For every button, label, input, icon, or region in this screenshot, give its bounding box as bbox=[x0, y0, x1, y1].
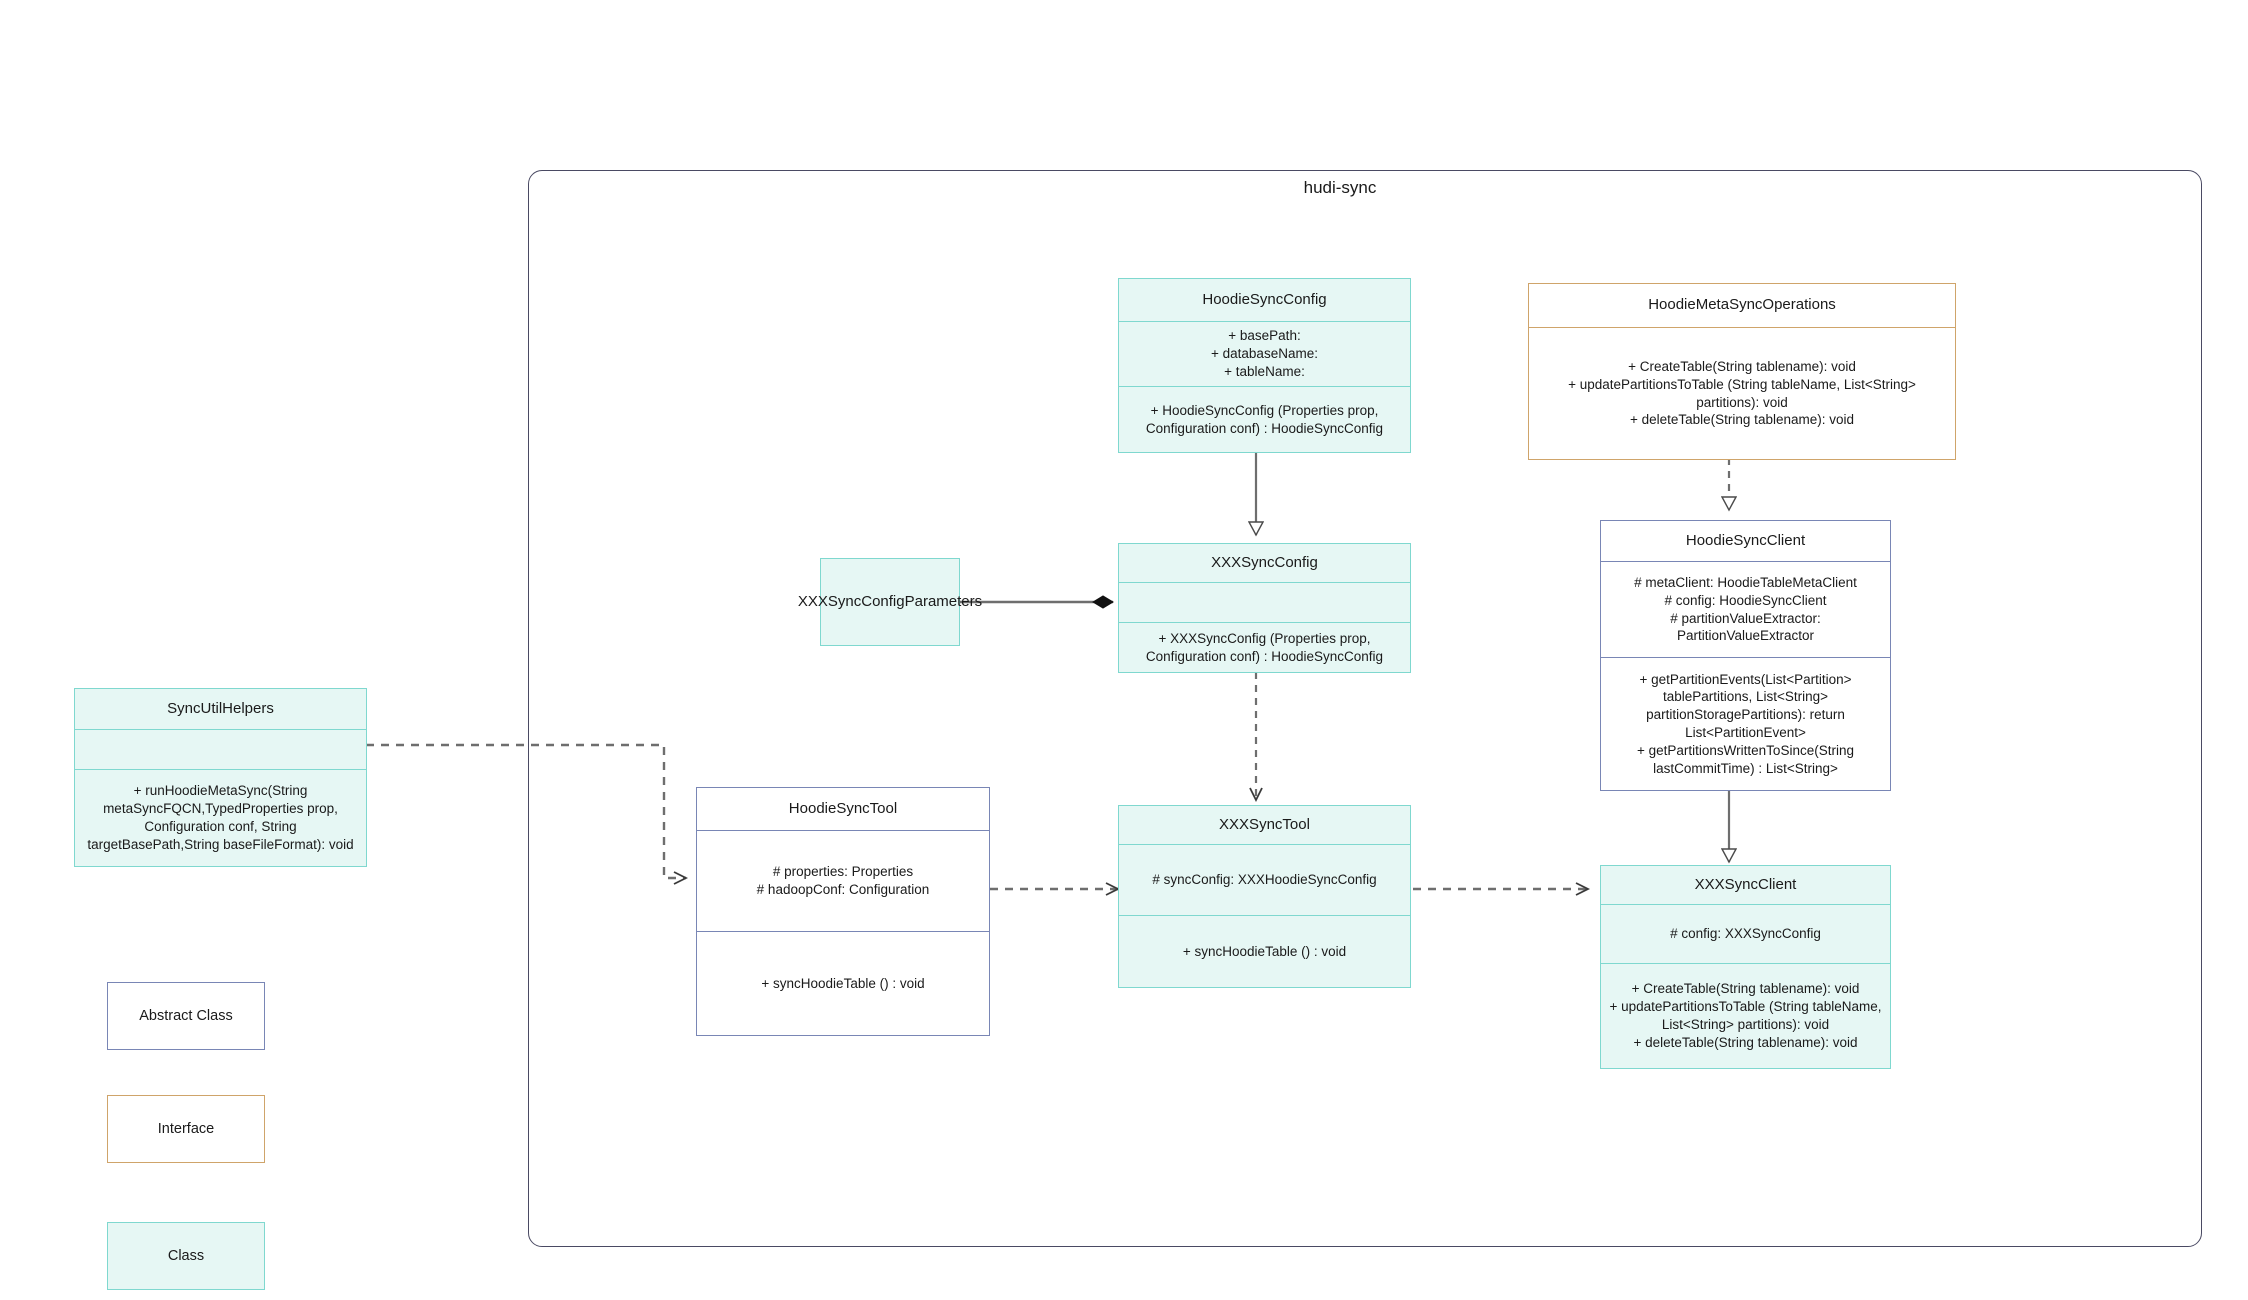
legend-interface: Interface bbox=[107, 1095, 265, 1163]
class-attributes: # properties: Properties # hadoopConf: C… bbox=[697, 830, 989, 931]
class-xxx-sync-config[interactable]: XXXSyncConfig + XXXSyncConfig (Propertie… bbox=[1118, 543, 1411, 673]
class-hoodie-sync-config[interactable]: HoodieSyncConfig + basePath: + databaseN… bbox=[1118, 278, 1411, 453]
class-sync-util-helpers[interactable]: SyncUtilHelpers + runHoodieMetaSync(Stri… bbox=[74, 688, 367, 867]
class-operations: + getPartitionEvents(List<Partition> tab… bbox=[1601, 657, 1890, 790]
class-operations: + syncHoodieTable () : void bbox=[697, 931, 989, 1035]
class-xxx-sync-config-parameters[interactable]: XXXSyncConfigParameters bbox=[797, 558, 983, 646]
class-name: SyncUtilHelpers bbox=[167, 699, 274, 717]
class-operations: + XXXSyncConfig (Properties prop, Config… bbox=[1119, 622, 1410, 672]
class-operations: + HoodieSyncConfig (Properties prop, Con… bbox=[1119, 386, 1410, 452]
class-name: XXXSyncTool bbox=[1219, 815, 1310, 833]
class-operations: + runHoodieMetaSync(String metaSyncFQCN,… bbox=[75, 769, 366, 866]
interface-name: HoodieMetaSyncOperations bbox=[1648, 296, 1836, 314]
class-xxx-sync-client[interactable]: XXXSyncClient # config: XXXSyncConfig + … bbox=[1600, 865, 1891, 1069]
class-attributes: + basePath: + databaseName: + tableName: bbox=[1119, 321, 1410, 386]
class-name: HoodieSyncClient bbox=[1685, 531, 1806, 549]
interface-hoodie-meta-sync-operations[interactable]: HoodieMetaSyncOperations + CreateTable(S… bbox=[1528, 283, 1956, 460]
class-attributes: # metaClient: HoodieTableMetaClient # co… bbox=[1601, 561, 1890, 657]
legend-class: Class bbox=[107, 1222, 265, 1290]
abstract-class-hoodie-sync-client[interactable]: HoodieSyncClient # metaClient: HoodieTab… bbox=[1600, 520, 1891, 791]
interface-operations: + CreateTable(String tablename): void + … bbox=[1529, 327, 1955, 459]
class-attributes: # config: XXXSyncConfig bbox=[1601, 904, 1890, 963]
class-operations: + CreateTable(String tablename): void + … bbox=[1601, 963, 1890, 1068]
class-xxx-sync-tool[interactable]: XXXSyncTool # syncConfig: XXXHoodieSyncC… bbox=[1118, 805, 1411, 988]
class-name: XXXSyncConfigParameters bbox=[797, 592, 983, 610]
class-name: XXXSyncConfig bbox=[1211, 553, 1318, 571]
package-hudi-sync bbox=[528, 170, 2202, 1247]
legend-class-label: Class bbox=[167, 1248, 205, 1264]
class-attributes: # syncConfig: XXXHoodieSyncConfig bbox=[1119, 844, 1410, 915]
class-name: HoodieSyncConfig bbox=[1202, 290, 1327, 308]
package-title: hudi-sync bbox=[1303, 178, 1377, 197]
legend-abstract-class-label: Abstract Class bbox=[139, 1008, 233, 1024]
legend-interface-label: Interface bbox=[157, 1121, 215, 1137]
class-name: XXXSyncClient bbox=[1694, 875, 1797, 893]
class-name: HoodieSyncTool bbox=[788, 799, 898, 817]
class-operations: + syncHoodieTable () : void bbox=[1119, 915, 1410, 987]
class-attributes bbox=[1119, 582, 1410, 622]
legend-abstract-class: Abstract Class bbox=[107, 982, 265, 1050]
class-attributes bbox=[75, 729, 366, 769]
abstract-class-hoodie-sync-tool[interactable]: HoodieSyncTool # properties: Properties … bbox=[696, 787, 990, 1036]
